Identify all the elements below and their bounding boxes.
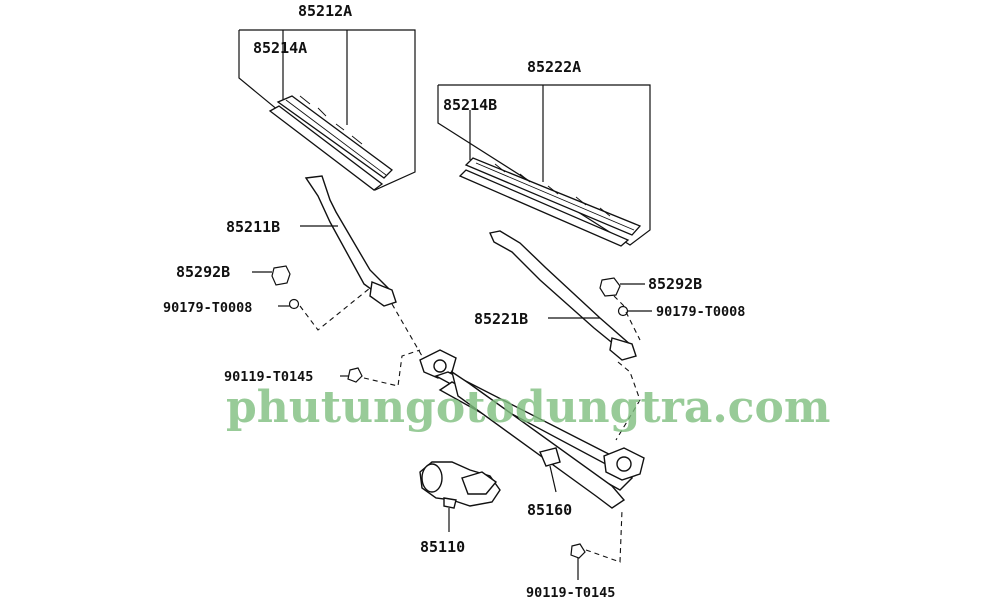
label-85214A: 85214A <box>253 39 307 57</box>
cap-right <box>599 277 645 297</box>
linkage-bolt-lower <box>570 543 586 580</box>
label-85292B-right: 85292B <box>648 275 702 293</box>
arm-nut-left <box>278 298 300 310</box>
wiper-arm-left <box>300 175 397 307</box>
arm-nut-right <box>617 305 652 317</box>
label-90179-T0008-left: 90179-T0008 <box>163 300 252 316</box>
label-90119-T0145-upper: 90119-T0145 <box>224 369 313 385</box>
linkage-bolt-upper <box>340 367 363 383</box>
blade-assembly-left <box>238 29 416 191</box>
label-85214B: 85214B <box>443 96 497 114</box>
label-90119-T0145-lower: 90119-T0145 <box>526 585 615 600</box>
label-90179-T0008-right: 90179-T0008 <box>656 304 745 320</box>
wiper-linkage <box>419 349 645 509</box>
blade-assembly-right <box>437 84 651 247</box>
label-85110: 85110 <box>420 538 465 556</box>
label-85212A: 85212A <box>298 2 352 20</box>
label-85211B: 85211B <box>226 218 280 236</box>
label-85221B: 85221B <box>474 310 528 328</box>
assembly-dashed-lines <box>299 287 641 563</box>
label-85222A: 85222A <box>527 58 581 76</box>
label-85160: 85160 <box>527 501 572 519</box>
wiper-arm-right <box>489 230 637 361</box>
cap-left <box>252 265 291 286</box>
label-85292B-left: 85292B <box>176 263 230 281</box>
wiper-motor <box>419 461 501 532</box>
part-labels: 85212A 85214A 85222A 85214B 85211B 85292… <box>163 2 745 600</box>
watermark: phutungotodungtra.com <box>226 382 830 433</box>
